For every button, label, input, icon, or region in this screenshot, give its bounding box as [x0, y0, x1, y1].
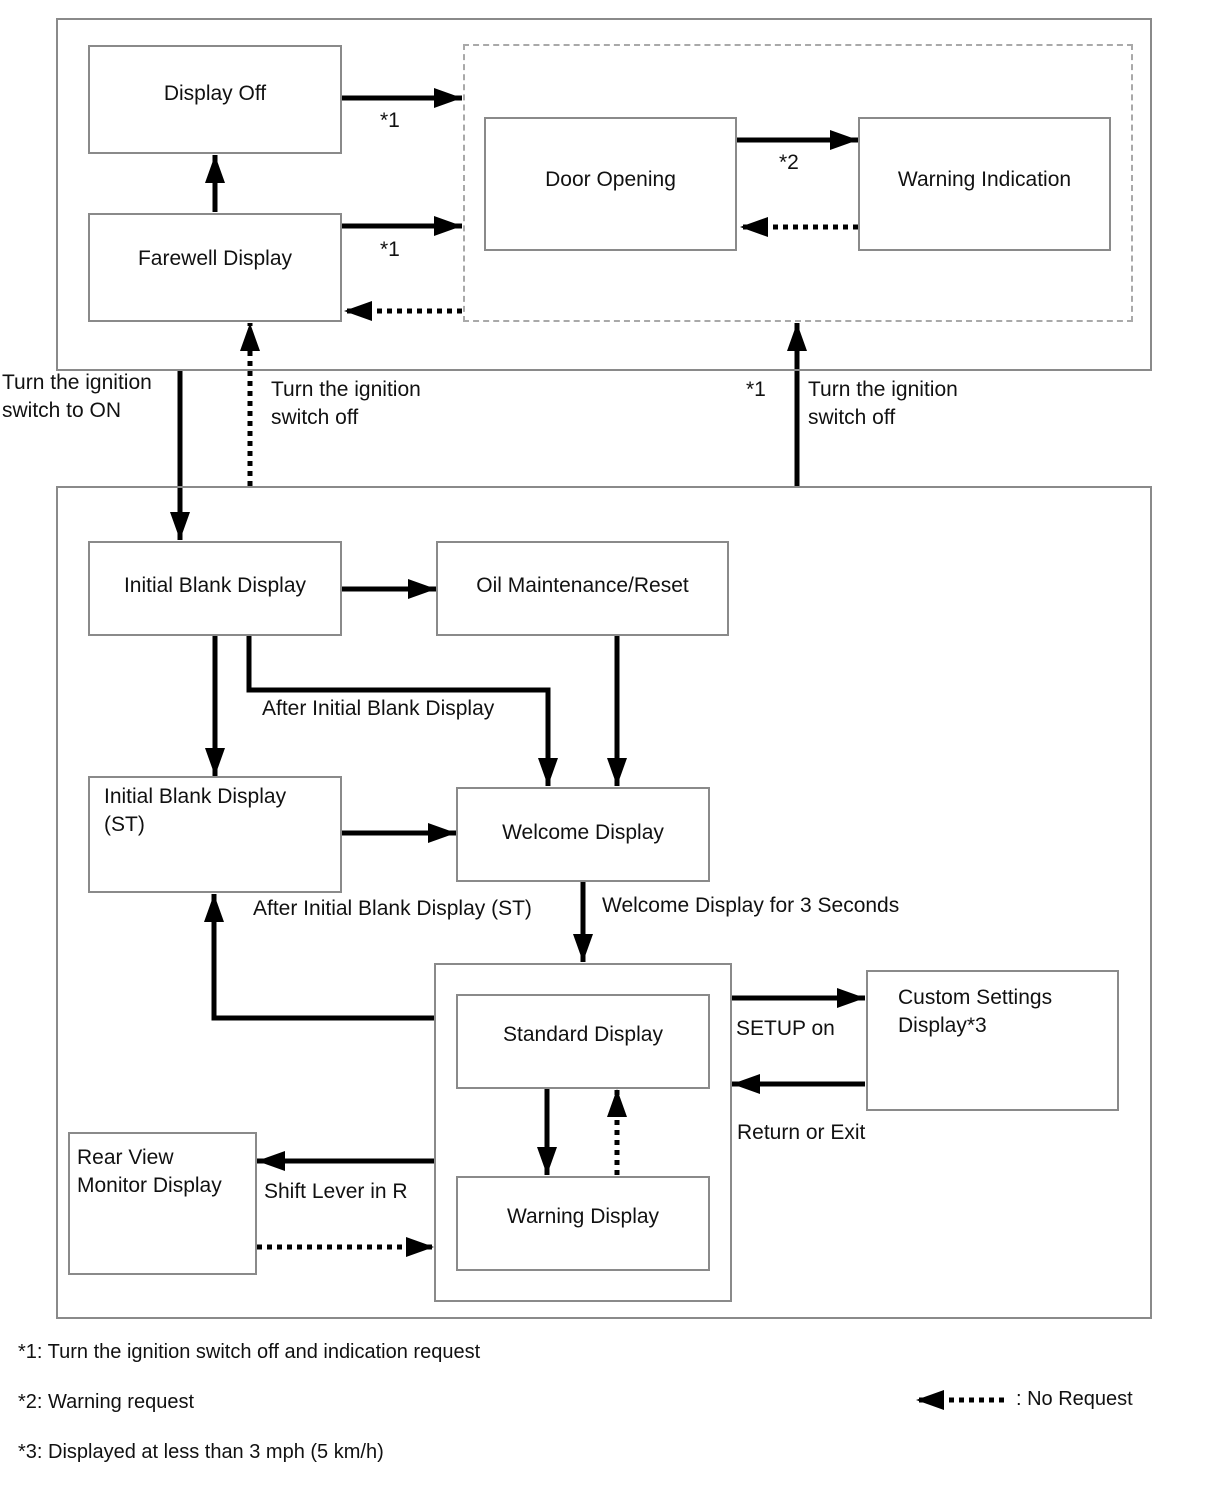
state-farewell-display: Farewell Display [88, 213, 342, 322]
state-door-opening-label: Door Opening [545, 168, 676, 191]
label-shift-lever-r: Shift Lever in R [264, 1180, 408, 1203]
state-display-off: Display Off [88, 45, 342, 154]
state-warning-display-label: Warning Display [506, 1205, 660, 1228]
state-display-off-label: Display Off [163, 82, 267, 105]
label-ignition-off-left: Turn the ignition switch off [271, 378, 421, 429]
state-oil-maintenance-reset-label: Oil Maintenance/Reset [476, 573, 689, 597]
legend-no-request: : No Request [1016, 1388, 1133, 1410]
label-star1-displayoff: *1 [380, 109, 400, 132]
state-initial-blank-display-st-label: Initial Blank Display (ST) [104, 785, 287, 836]
state-custom-settings-display: Custom Settings Display*3 [866, 970, 1119, 1111]
state-custom-settings-display-label: Custom Settings Display*3 [898, 986, 1053, 1037]
label-welcome-3s: Welcome Display for 3 Seconds [602, 894, 900, 917]
state-initial-blank-display: Initial Blank Display [88, 541, 342, 636]
label-after-initial-blank: After Initial Blank Display [262, 697, 495, 720]
state-rear-view-monitor-display: Rear View Monitor Display [68, 1132, 257, 1275]
footnote-1: *1: Turn the ignition switch off and ind… [18, 1341, 481, 1363]
label-star1-right: *1 [746, 378, 766, 401]
label-star1-farewell: *1 [380, 238, 400, 261]
footnote-3: *3: Displayed at less than 3 mph (5 km/h… [18, 1441, 384, 1463]
arrow-standard-to-initialst [204, 894, 434, 1021]
state-oil-maintenance-reset: Oil Maintenance/Reset [436, 541, 729, 636]
state-standard-display: Standard Display [456, 994, 710, 1089]
footnote-2: *2: Warning request [18, 1391, 195, 1413]
bottom-region-frame [56, 486, 1152, 1319]
label-setup-on: SETUP on [736, 1017, 835, 1040]
state-warning-indication-label: Warning Indication [897, 168, 1072, 191]
state-door-opening: Door Opening [484, 117, 737, 251]
label-star2: *2 [779, 151, 799, 174]
state-rear-view-monitor-display-label: Rear View Monitor Display [77, 1146, 222, 1197]
arrow-initial-to-welcome [246, 635, 558, 786]
state-welcome-display-label: Welcome Display [502, 820, 664, 844]
label-ignition-on: Turn the ignition switch to ON [2, 371, 152, 422]
label-ignition-off-right: Turn the ignition switch off [808, 378, 958, 429]
label-after-initial-blank-st: After Initial Blank Display (ST) [253, 897, 532, 920]
state-initial-blank-display-st: Initial Blank Display (ST) [88, 776, 342, 893]
state-initial-blank-display-label: Initial Blank Display [123, 573, 307, 597]
state-warning-display: Warning Display [456, 1176, 710, 1271]
standard-warning-group [434, 963, 732, 1302]
label-return-or-exit: Return or Exit [737, 1121, 866, 1144]
state-farewell-display-label: Farewell Display [137, 247, 293, 270]
door-warning-group [463, 44, 1133, 322]
state-warning-indication: Warning Indication [858, 117, 1111, 251]
state-welcome-display: Welcome Display [456, 787, 710, 882]
state-standard-display-label: Standard Display [503, 1023, 663, 1046]
top-region-frame [56, 18, 1152, 371]
